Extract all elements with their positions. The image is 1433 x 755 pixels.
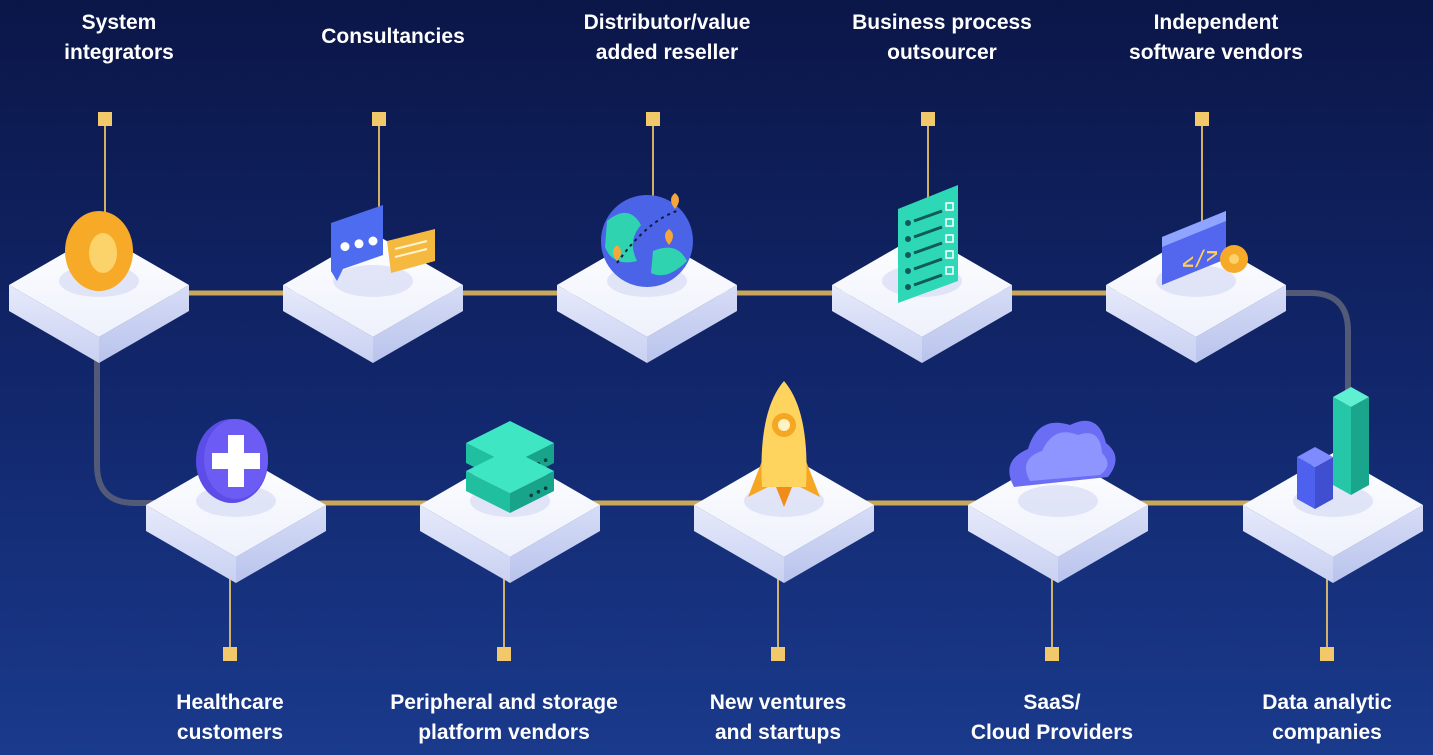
- code-window-icon: </>: [1162, 211, 1248, 285]
- tile-bottom-4: [968, 453, 1148, 583]
- node-label-bottom-3: New ventures and startups: [709, 691, 847, 744]
- node-label-top-3: Distributor/value added reseller: [583, 11, 751, 64]
- cloud-icon: [1009, 420, 1116, 487]
- gear-icon: [65, 211, 133, 291]
- bar-chart-icon: [1297, 387, 1369, 509]
- server-stack-icon: [466, 421, 554, 513]
- medical-cross-icon: [196, 419, 268, 503]
- right-connector: [1193, 290, 1351, 506]
- node-label-top-4: Business process outsourcer: [852, 11, 1032, 64]
- node-label-bottom-2: Peripheral and storage platform vendors: [390, 691, 618, 744]
- tile-bottom-1: [146, 453, 326, 583]
- left-connector: [94, 327, 239, 506]
- node-label-bottom-1: Healthcare customers: [176, 691, 284, 744]
- rocket-icon: [748, 381, 820, 507]
- chat-bubbles-icon: [331, 205, 435, 281]
- node-label-top-5: Independent software vendors: [1129, 11, 1303, 64]
- node-label-top-1: System integrators: [64, 11, 174, 64]
- globe-pins-icon: [601, 193, 693, 287]
- pin-top-5: [1195, 112, 1209, 230]
- node-label-bottom-4: SaaS/ Cloud Providers: [970, 691, 1134, 744]
- node-label-top-2: Consultancies: [321, 25, 465, 48]
- tile-bottom-5: [1243, 453, 1423, 583]
- node-label-bottom-5: Data analytic companies: [1262, 691, 1392, 744]
- checklist-icon: [898, 185, 958, 303]
